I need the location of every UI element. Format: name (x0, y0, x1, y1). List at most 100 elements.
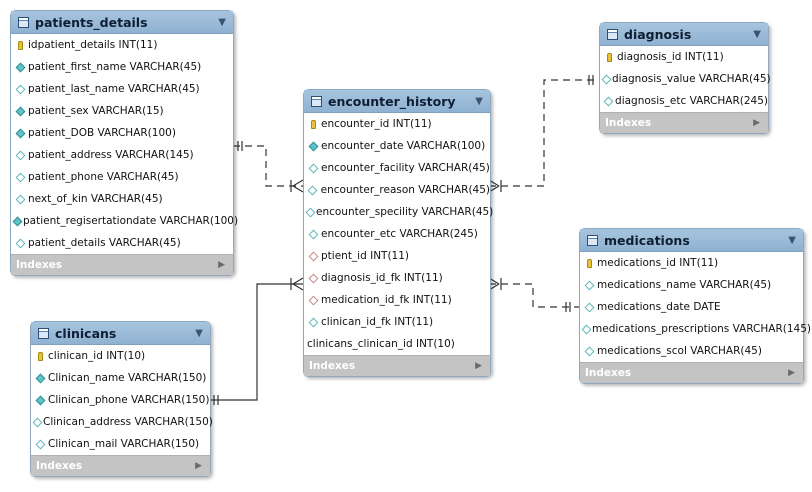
table-diagnosis[interactable]: diagnosis▼diagnosis_id INT(11) diagnosis_… (599, 22, 771, 134)
expand-arrow-icon[interactable]: ▶ (218, 260, 225, 270)
table-header[interactable]: patients_details▼ (11, 11, 233, 34)
column-label: encounter_date VARCHAR(100) (321, 140, 486, 152)
nullable-column-icon (14, 194, 26, 204)
column-row[interactable]: encounter_facility VARCHAR(45) (304, 157, 490, 179)
table-clinicans[interactable]: clinicans▼clinican_id INT(10) Clinican_na… (30, 321, 213, 477)
column-label: patient_last_name VARCHAR(45) (28, 83, 200, 95)
nullable-column-icon (583, 302, 595, 312)
column-row[interactable]: Clinican_name VARCHAR(150) (31, 367, 210, 389)
nullable-column-icon (34, 439, 46, 449)
column-row[interactable]: encounter_etc VARCHAR(245) (304, 223, 490, 245)
table-icon (38, 327, 49, 339)
rel-patients-encounter (233, 145, 303, 187)
primary-key-icon (307, 119, 319, 129)
table-header[interactable]: diagnosis▼ (600, 23, 768, 46)
primary-key-icon (583, 258, 595, 268)
column-row[interactable]: diagnosis_id_fk INT(11) (304, 267, 490, 289)
column-label: clinican_id_fk INT(11) (321, 316, 434, 328)
collapse-arrow-icon[interactable]: ▼ (753, 28, 761, 40)
table-header[interactable]: clinicans▼ (31, 322, 210, 345)
rel-diagnosis-encounter (489, 79, 599, 187)
column-row[interactable]: patient_sex VARCHAR(15) (11, 100, 233, 122)
table-encounter-history[interactable]: encounter_history▼encounter_id INT(11)en… (303, 89, 493, 377)
expand-arrow-icon[interactable]: ▶ (753, 118, 760, 128)
indexes-section[interactable]: Indexes▶ (11, 254, 233, 275)
column-row[interactable]: medications_name VARCHAR(45) (580, 274, 803, 296)
column-row[interactable]: clinican_id_fk INT(11) (304, 311, 490, 333)
collapse-arrow-icon[interactable]: ▼ (475, 95, 483, 107)
column-label: medication_id_fk INT(11) (321, 294, 452, 306)
not-null-column-icon (14, 106, 26, 116)
nullable-column-icon (307, 185, 319, 195)
collapse-arrow-icon[interactable]: ▼ (195, 327, 203, 339)
column-row[interactable]: patient_address VARCHAR(145) (11, 144, 233, 166)
column-row[interactable]: diagnosis_id INT(11) (600, 46, 768, 68)
column-label: diagnosis_value VARCHAR(45) (612, 73, 771, 85)
column-row[interactable]: encounter_reason VARCHAR(45) (304, 179, 490, 201)
nullable-column-icon (307, 163, 319, 173)
column-row[interactable]: medications_scol VARCHAR(45) (580, 340, 803, 362)
column-label: Clinican_name VARCHAR(150) (48, 372, 207, 384)
nullable-column-icon (581, 324, 592, 334)
indexes-section[interactable]: Indexes ▶ (580, 362, 803, 383)
column-row[interactable]: idpatient_details INT(11) (11, 34, 233, 56)
table-header[interactable]: medications ▼ (580, 229, 803, 252)
table-patients-details[interactable]: patients_details▼ idpatient_details INT(1… (10, 10, 238, 276)
column-row[interactable]: clinican_id INT(10) (31, 345, 210, 367)
nullable-column-icon (32, 417, 43, 427)
column-label: idpatient_details INT(11) (28, 39, 158, 51)
rel-medications-encounter (489, 283, 579, 308)
expand-arrow-icon[interactable]: ▶ (788, 368, 795, 378)
collapse-arrow-icon[interactable]: ▼ (218, 16, 226, 28)
collapse-arrow-icon[interactable]: ▼ (788, 234, 796, 246)
column-row[interactable]: medications_id INT(11) (580, 252, 803, 274)
column-row[interactable]: Clinican_address VARCHAR(150) (31, 411, 213, 433)
column-row[interactable]: diagnosis_value VARCHAR(45) (600, 68, 771, 90)
column-label: patient_sex VARCHAR(15) (28, 105, 164, 117)
table-icon (311, 95, 322, 107)
column-label: encounter_facility VARCHAR(45) (321, 162, 490, 174)
column-row[interactable]: patient_DOB VARCHAR(100) (11, 122, 233, 144)
indexes-section[interactable]: Indexes▶ (31, 455, 210, 476)
table-medications[interactable]: medications▼medications_id INT(11)medica… (579, 228, 811, 384)
column-row[interactable]: clinicans_clinican_id INT(10) (304, 333, 490, 355)
column-row[interactable]: medications_prescriptions VARCHAR(145) (580, 318, 811, 340)
column-label: clinicans_clinican_id INT(10) (307, 338, 455, 350)
indexes-label: Indexes (585, 367, 632, 379)
column-label: medications_scol VARCHAR(45) (597, 345, 762, 357)
column-row[interactable]: ptient_id INT(11) (304, 245, 490, 267)
column-row[interactable]: encounter_id INT(11) (304, 113, 490, 135)
column-row[interactable]: patient_last_name VARCHAR(45) (11, 78, 233, 100)
table-title: encounter_history (328, 93, 456, 109)
nullable-column-icon (307, 317, 319, 327)
column-row[interactable]: patient_details VARCHAR(45) (11, 232, 233, 254)
column-row[interactable]: Clinican_phone VARCHAR(150) (31, 389, 210, 411)
foreign-key-column-icon (307, 295, 319, 305)
column-row[interactable]: encounter_date VARCHAR(100) (304, 135, 490, 157)
not-null-column-icon (12, 216, 23, 226)
table-header[interactable]: encounter_history ▼ (304, 90, 490, 113)
expand-arrow-icon[interactable]: ▶ (475, 361, 482, 371)
indexes-label: Indexes (605, 117, 652, 129)
column-row[interactable]: encounter_specility VARCHAR(45) (304, 201, 493, 223)
column-row[interactable]: diagnosis_etc VARCHAR(245) (600, 90, 768, 112)
column-row[interactable]: patient_phone VARCHAR(45) (11, 166, 233, 188)
column-label: medications_prescriptions VARCHAR(145) (592, 323, 811, 335)
not-null-column-icon (34, 373, 46, 383)
column-label: Clinican_mail VARCHAR(150) (48, 438, 200, 450)
column-row[interactable]: next_of_kin VARCHAR(45) (11, 188, 233, 210)
indexes-section[interactable]: Indexes▶ (304, 355, 490, 376)
column-label: diagnosis_id_fk INT(11) (321, 272, 443, 284)
column-row[interactable]: patient_first_name VARCHAR(45) (11, 56, 233, 78)
primary-key-icon (34, 351, 46, 361)
column-label: patient_address VARCHAR(145) (28, 149, 194, 161)
column-label: Clinican_address VARCHAR(150) (43, 416, 213, 428)
expand-arrow-icon[interactable]: ▶ (195, 461, 202, 471)
table-title: medications (604, 232, 690, 248)
column-row[interactable]: patient_regisertationdate VARCHAR(100) (11, 210, 238, 232)
indexes-section[interactable]: Indexes ▶ (600, 112, 768, 133)
column-row[interactable]: Clinican_mail VARCHAR(150) (31, 433, 210, 455)
column-row[interactable]: medication_id_fk INT(11) (304, 289, 490, 311)
column-row[interactable]: medications_date DATE (580, 296, 803, 318)
